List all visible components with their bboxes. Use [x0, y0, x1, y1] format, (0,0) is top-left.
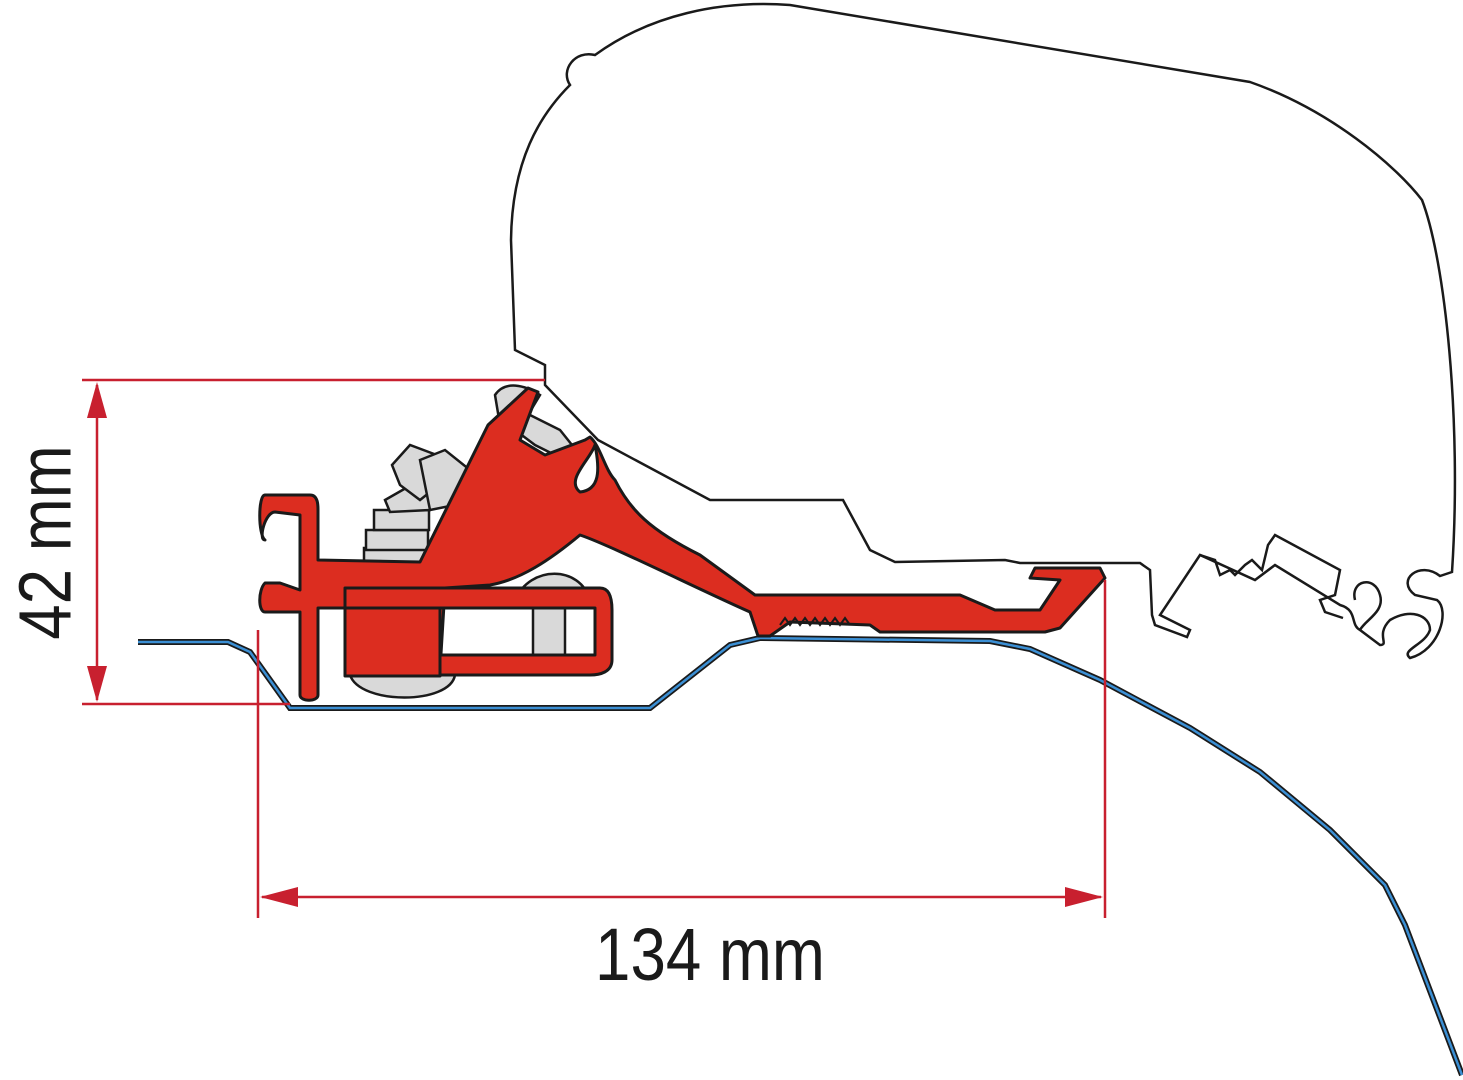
awning-rail-profile — [1199, 533, 1383, 631]
vehicle-roof-outline — [138, 634, 1463, 1077]
width-dimension-label: 134 mm — [595, 913, 825, 996]
height-dimension-label: 42 mm — [3, 445, 87, 640]
bracket-teeth — [779, 616, 851, 627]
adapter-bracket — [258, 386, 1107, 702]
dimension-lines — [82, 378, 1107, 918]
dimension-arrows — [87, 382, 1103, 907]
vehicle-roof-line — [138, 636, 1463, 1076]
